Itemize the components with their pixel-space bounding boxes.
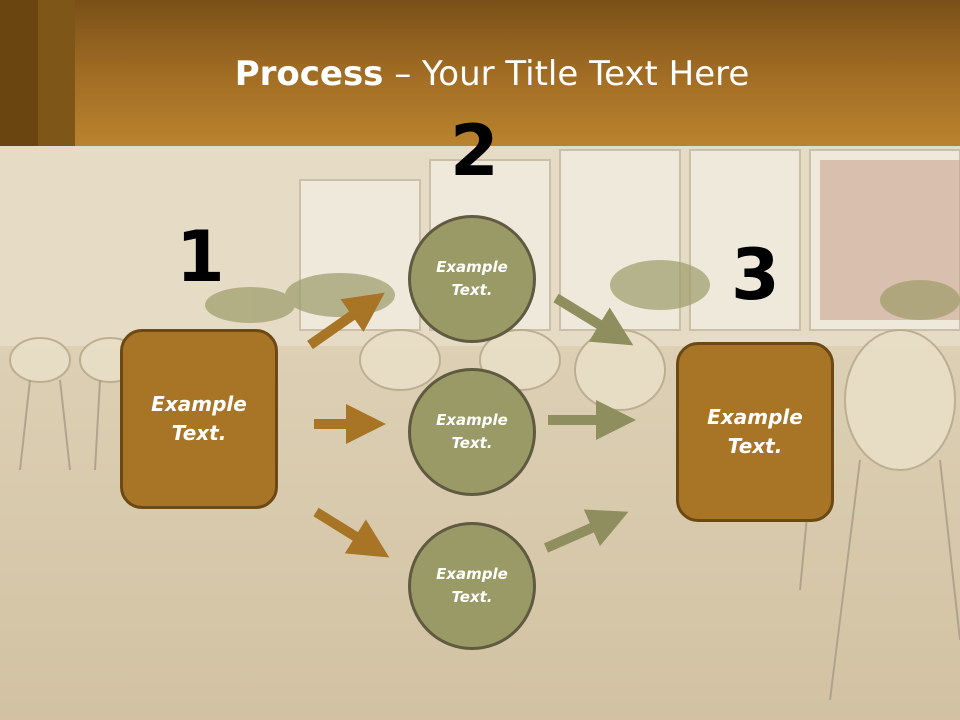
- step-number-3: 3: [731, 234, 780, 316]
- slide-title: Process – Your Title Text Here: [0, 52, 960, 96]
- title-rest: – Your Title Text Here: [383, 54, 750, 94]
- step-number-1: 1: [176, 216, 225, 298]
- title-band: [0, 0, 960, 146]
- title-bold: Process: [234, 54, 384, 94]
- step-number-2: 2: [450, 110, 499, 192]
- header-accent-strip: [38, 0, 75, 146]
- header-accent-strip: [0, 0, 38, 146]
